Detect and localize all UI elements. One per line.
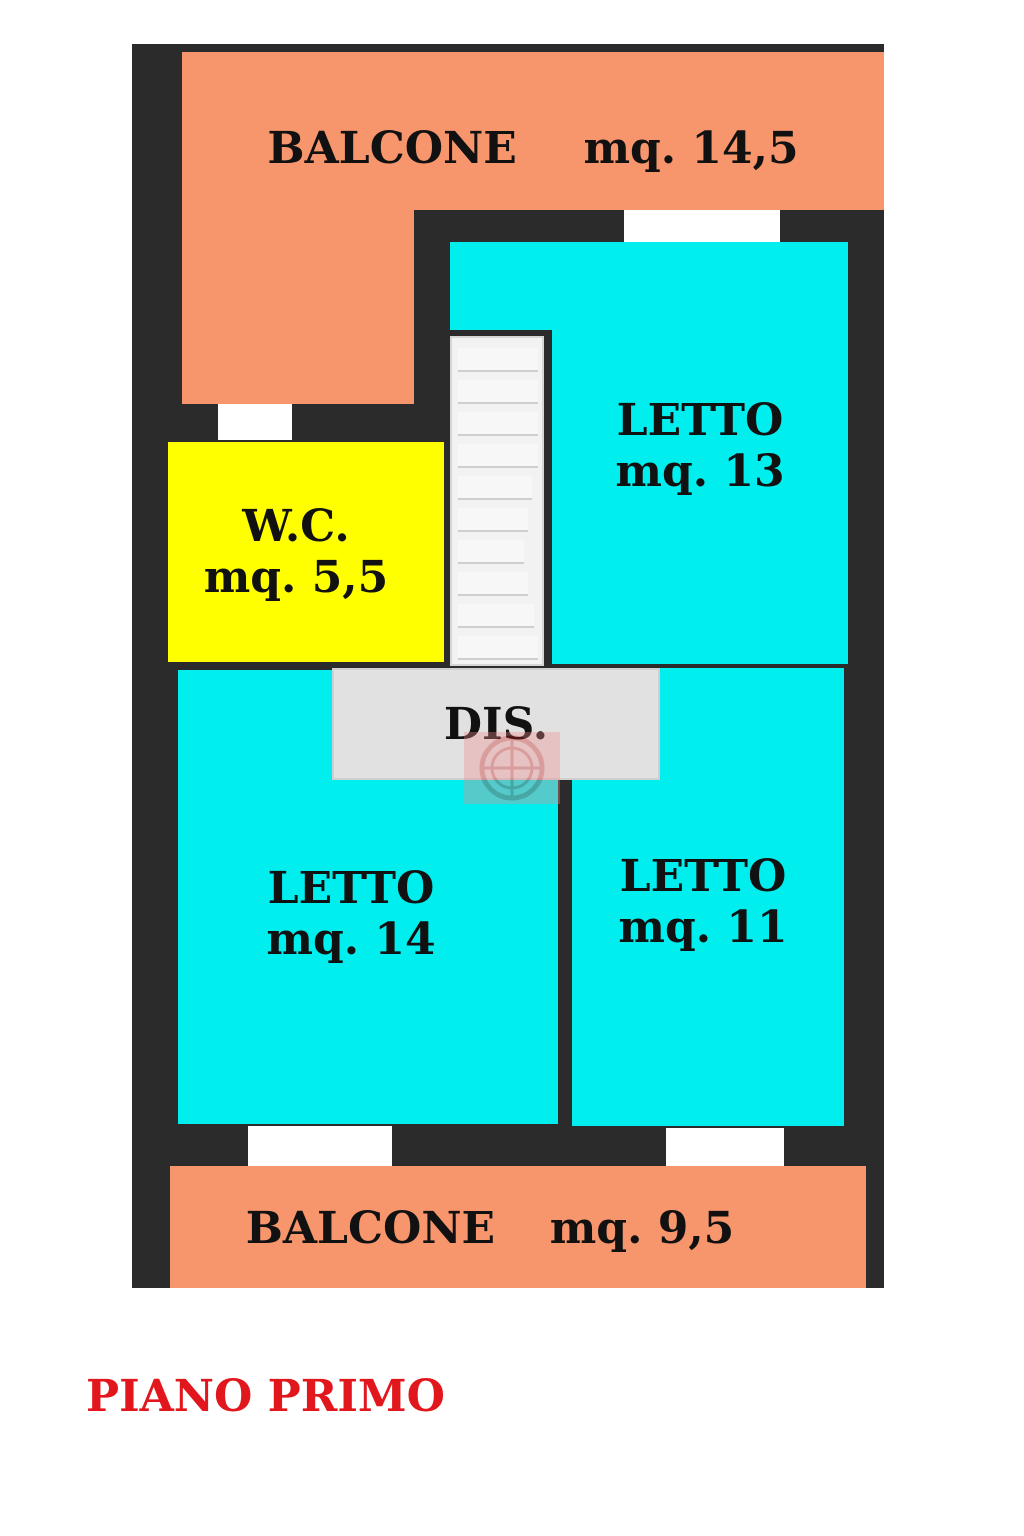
wc-room (168, 442, 444, 662)
balcony-bottom-name: BALCONE (245, 1203, 496, 1254)
stair-step (458, 572, 528, 596)
stair-step (458, 508, 528, 532)
wc-area: mq. 5,5 (203, 551, 389, 603)
floor-label: PIANO PRIMO (86, 1371, 445, 1422)
window-wc (218, 404, 292, 440)
stair-step (458, 444, 538, 468)
bedroom-14-name: LETTO (267, 863, 435, 914)
wc-name: W.C. (242, 501, 350, 552)
balcony-bottom-area: mq. 9,5 (549, 1203, 735, 1254)
bedroom-13-area: mq. 13 (615, 445, 785, 497)
bedroom-13-name: LETTO (616, 395, 784, 446)
bedroom-11-area: mq. 11 (618, 901, 788, 953)
bedroom-11-name: LETTO (619, 851, 787, 902)
stair-step (458, 412, 538, 436)
balcony-top-wide (182, 52, 884, 210)
balcony-bottom (170, 1166, 866, 1288)
stair-step (458, 380, 538, 404)
bedroom-14-area: mq. 14 (266, 913, 436, 965)
corridor-dis-label: DIS. (332, 699, 660, 751)
corridor-dis-name: DIS. (443, 699, 549, 750)
bedroom-11-label: LETTO mq. 11 (572, 851, 834, 953)
wc-label: W.C. mq. 5,5 (168, 501, 424, 603)
bedroom-13-upper (450, 242, 848, 330)
stair-step (458, 348, 538, 372)
bedroom-14-label: LETTO mq. 14 (178, 863, 524, 965)
stair-step (458, 476, 532, 500)
bedroom-13-label: LETTO mq. 13 (552, 395, 848, 497)
watermark-logo (462, 730, 562, 806)
stair-step (458, 604, 534, 628)
window-bottom-left (248, 1126, 392, 1166)
corridor-dis (332, 668, 660, 780)
globe-logo-icon (464, 732, 560, 804)
bedroom-13-main (552, 328, 848, 664)
window-top-right (624, 210, 780, 242)
stair-step (458, 540, 524, 564)
balcony-top-area: mq. 14,5 (583, 123, 799, 174)
balcony-bottom-label: BALCONE mq. 9,5 (170, 1203, 810, 1255)
balcony-top-label: BALCONE mq. 14,5 (182, 123, 884, 175)
staircase (450, 336, 544, 666)
balcony-top-name: BALCONE (267, 123, 517, 174)
balcony-top-leg (182, 208, 414, 404)
window-bottom-right (666, 1128, 784, 1166)
stair-step (458, 636, 538, 660)
